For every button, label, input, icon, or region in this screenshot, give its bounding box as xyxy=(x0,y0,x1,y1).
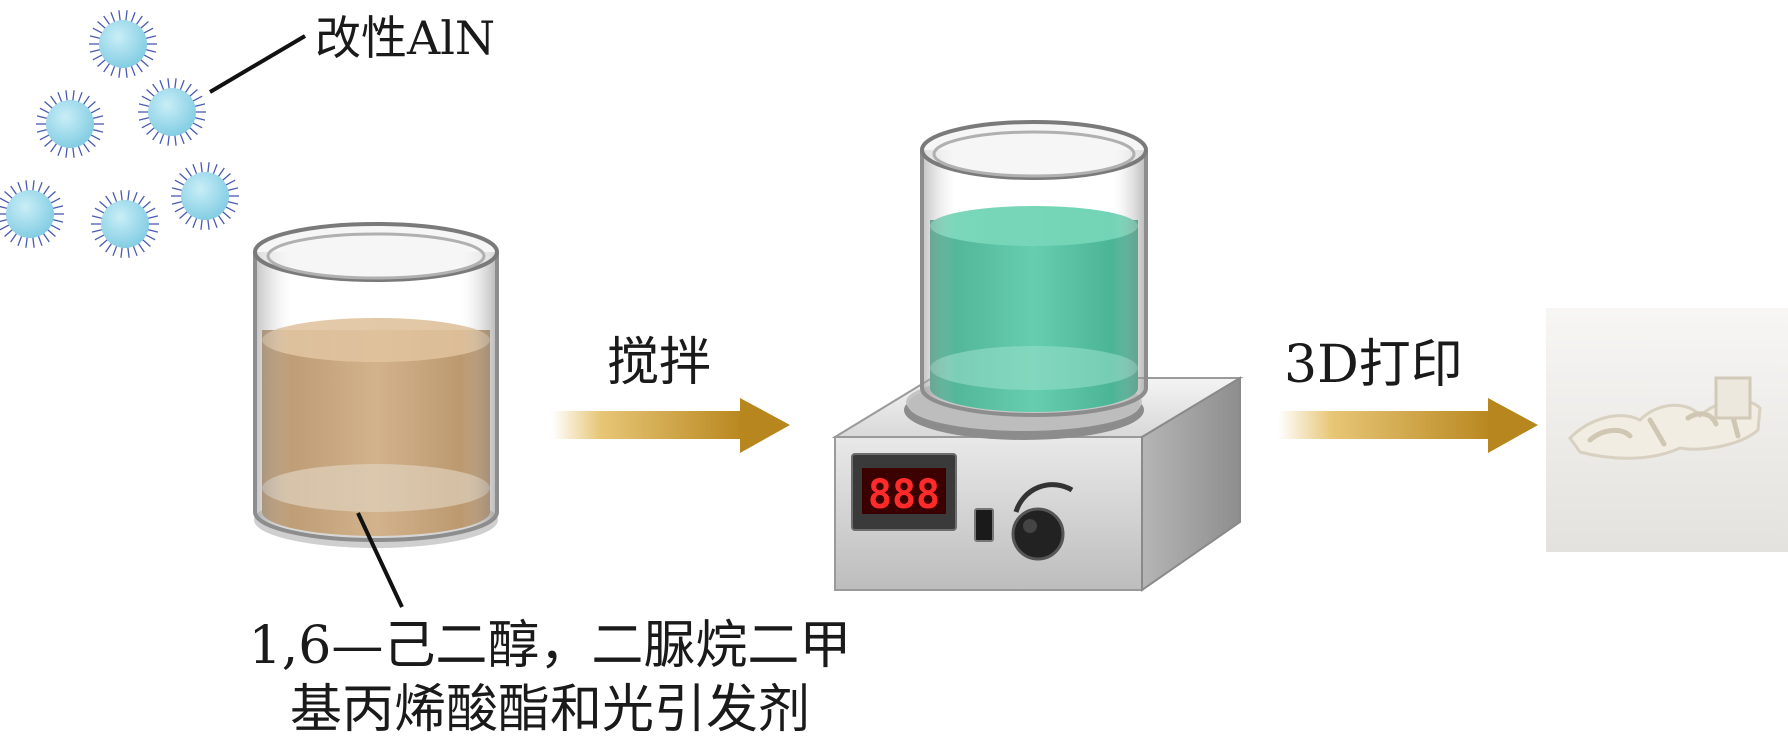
mixture-label-line1: 1,6—己二醇，二脲烷二甲 xyxy=(248,616,852,676)
aln-particle xyxy=(36,90,104,158)
power-switch xyxy=(974,508,994,542)
aln-particle xyxy=(138,78,206,146)
mixture-label: 1,6—己二醇，二脲烷二甲 基丙烯酸酯和光引发剂 xyxy=(200,614,900,742)
arrow-stir xyxy=(552,398,790,453)
aln-pointer-line xyxy=(208,34,307,94)
aln-particle xyxy=(0,180,64,248)
mixture-pointer-line xyxy=(356,512,404,608)
stir-step-label: 搅拌 xyxy=(607,333,712,393)
print-step-label: 3D打印 xyxy=(1284,335,1463,395)
modified-aln-particles xyxy=(0,10,239,258)
printed-part-photo xyxy=(1546,308,1788,552)
mixture-label-line2: 基丙烯酸酯和光引发剂 xyxy=(289,680,810,740)
display-digits: 888 xyxy=(868,472,940,518)
beaker-stirred xyxy=(908,120,1148,431)
beaker-mixture xyxy=(253,222,499,548)
arrow-print xyxy=(1278,398,1538,453)
speed-knob xyxy=(1011,507,1065,561)
modified-aln-label: 改性AlN xyxy=(315,11,496,65)
aln-particle xyxy=(171,162,239,230)
aln-particle xyxy=(89,10,157,78)
aln-particle xyxy=(91,190,159,258)
